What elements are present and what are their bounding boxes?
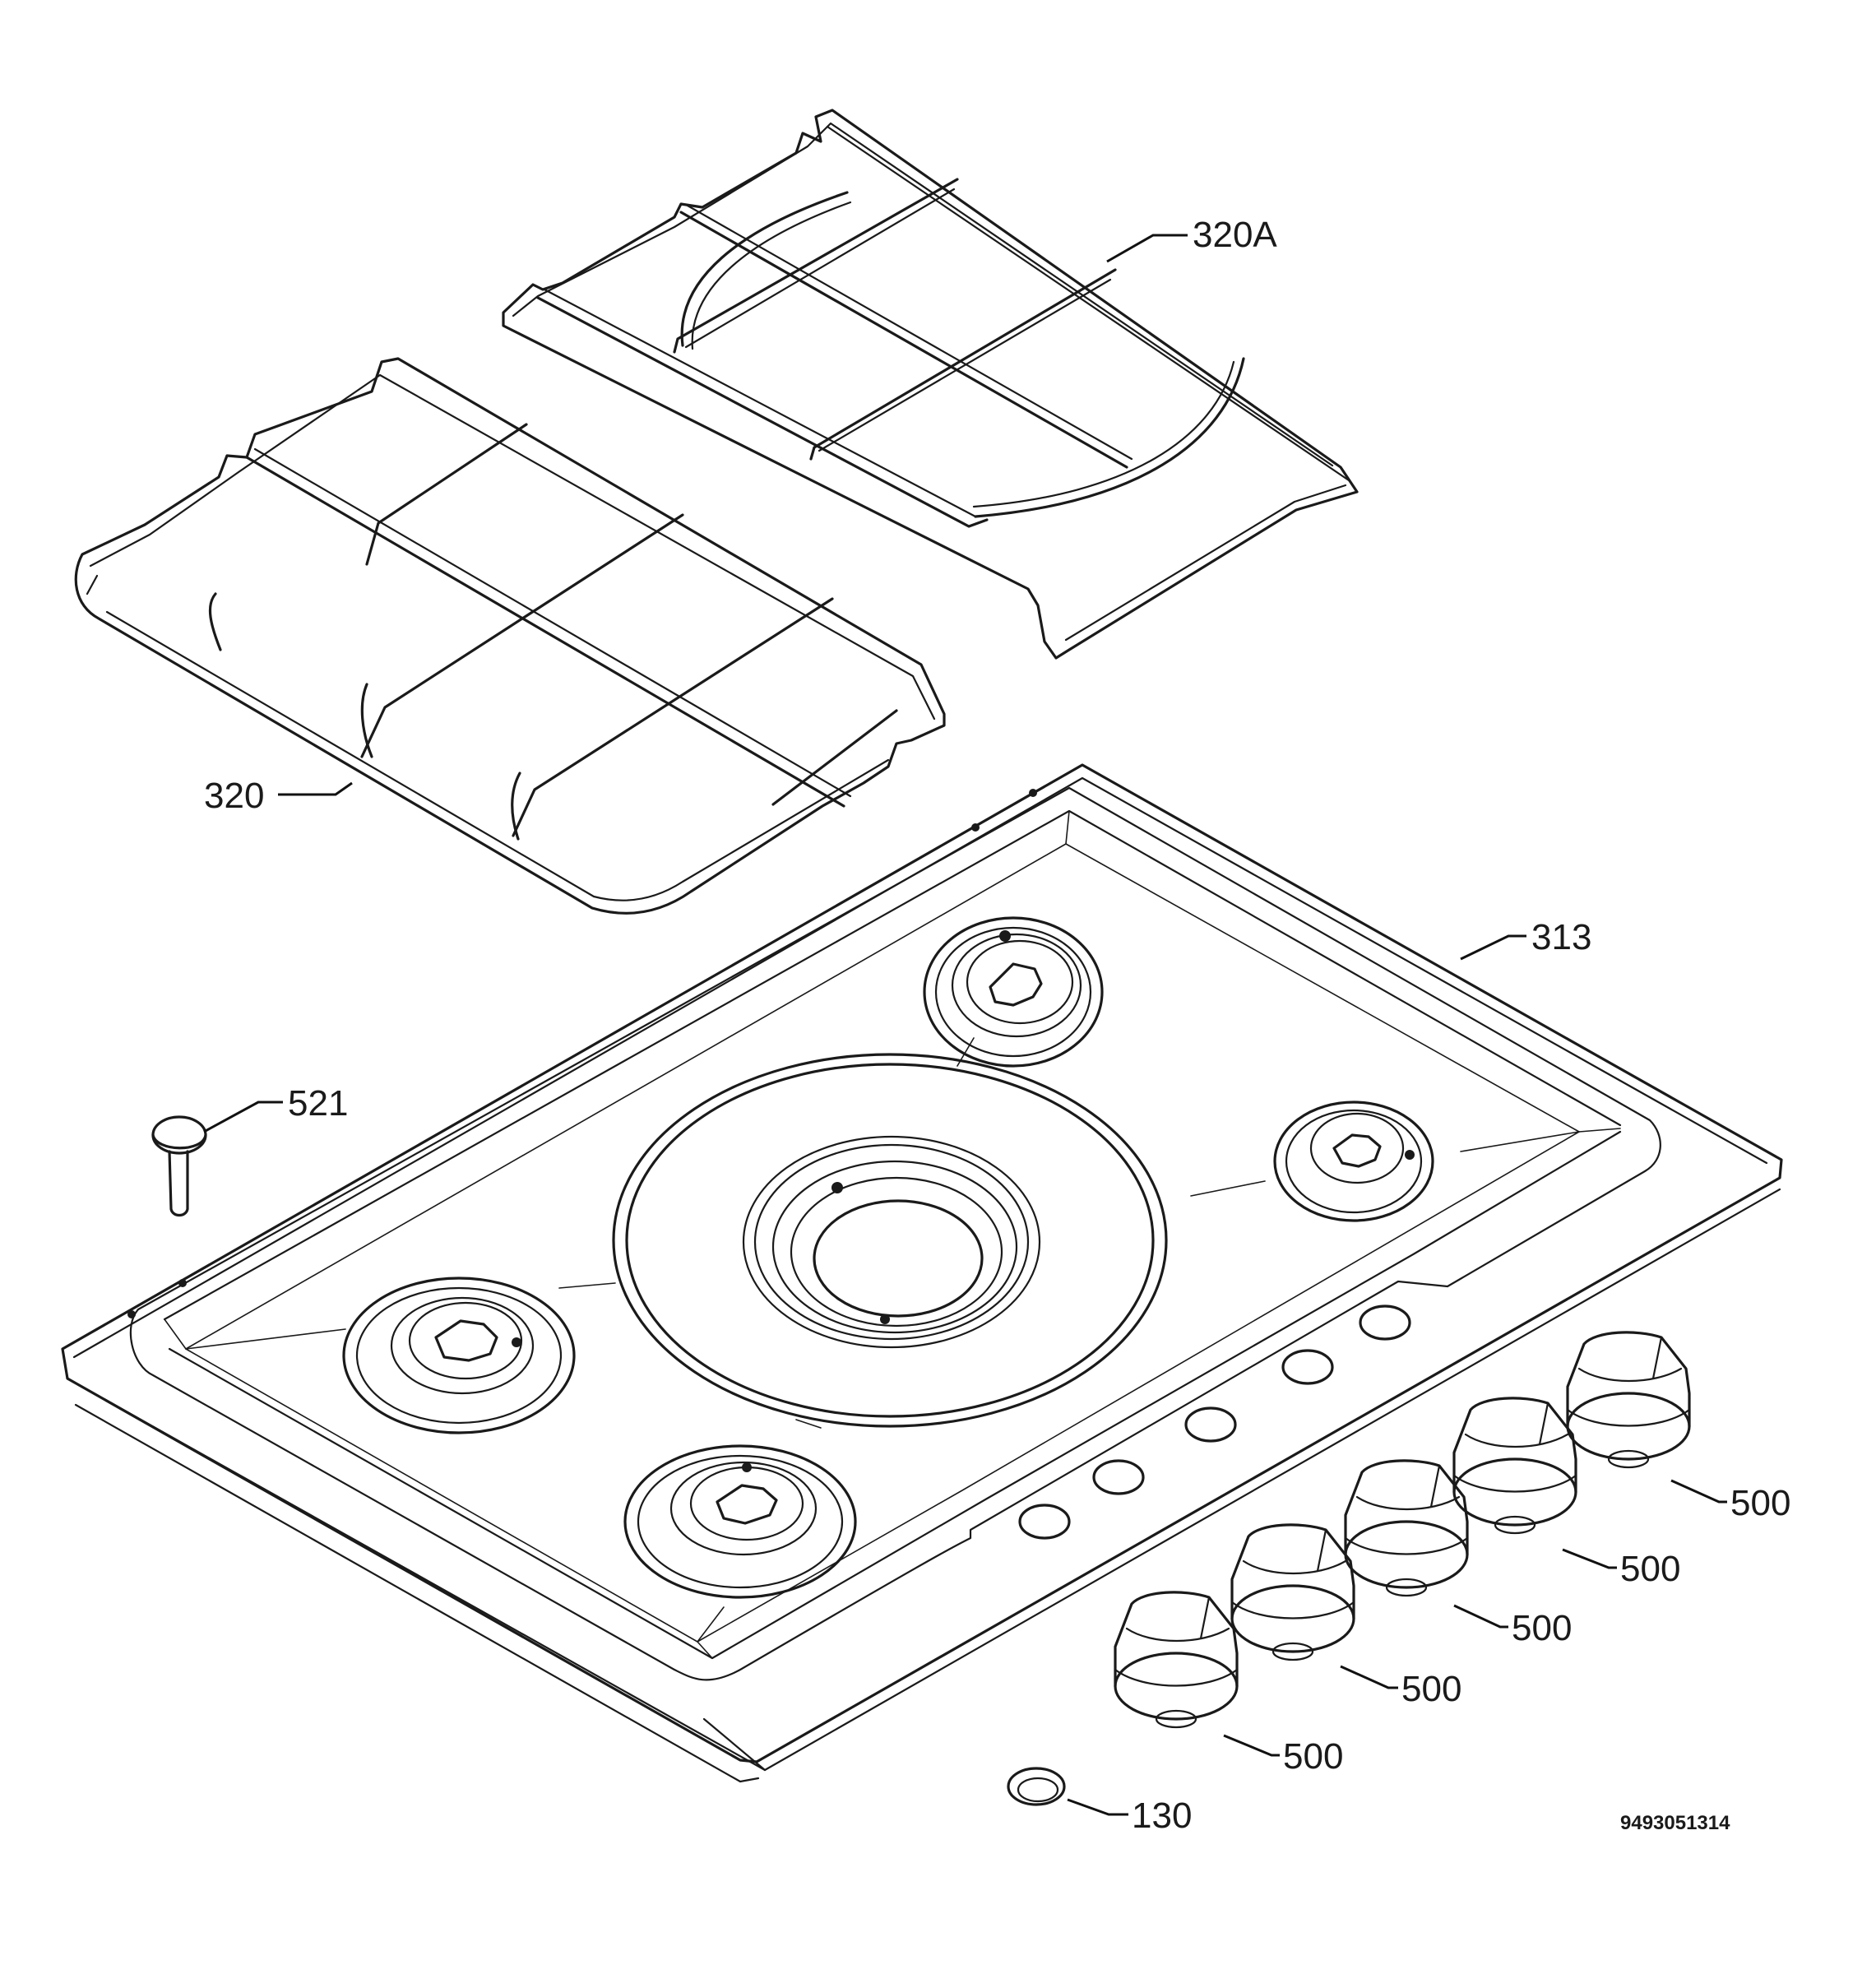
knob: [1230, 1523, 1355, 1661]
knob: [1566, 1331, 1691, 1469]
callout-313: 313: [1531, 917, 1591, 957]
callout-500: 500: [1283, 1736, 1343, 1777]
seal-ring-130: [1007, 1767, 1066, 1806]
hob-top-313: [61, 763, 1783, 1783]
callout-500: 500: [1401, 1669, 1461, 1709]
callout-320a: 320A: [1193, 215, 1277, 255]
knob: [1114, 1591, 1239, 1729]
knob: [1452, 1397, 1577, 1535]
document-number: 9493051314: [1620, 1812, 1730, 1834]
callout-500: 500: [1730, 1483, 1790, 1523]
callout-500: 500: [1512, 1608, 1572, 1648]
pan-support-320: [74, 357, 946, 915]
screw-521: [151, 1115, 207, 1217]
callout-labels: 320A 320 313 521 500 500 500 500 500 130…: [204, 215, 1790, 1836]
callout-320: 320: [204, 776, 264, 816]
knob: [1344, 1459, 1469, 1597]
pan-support-320a: [502, 109, 1359, 660]
callout-521: 521: [288, 1083, 348, 1124]
leader-lines: [203, 234, 1727, 1816]
callout-500: 500: [1620, 1549, 1680, 1589]
control-knobs-500: [1114, 1331, 1691, 1729]
callout-130: 130: [1132, 1796, 1192, 1836]
